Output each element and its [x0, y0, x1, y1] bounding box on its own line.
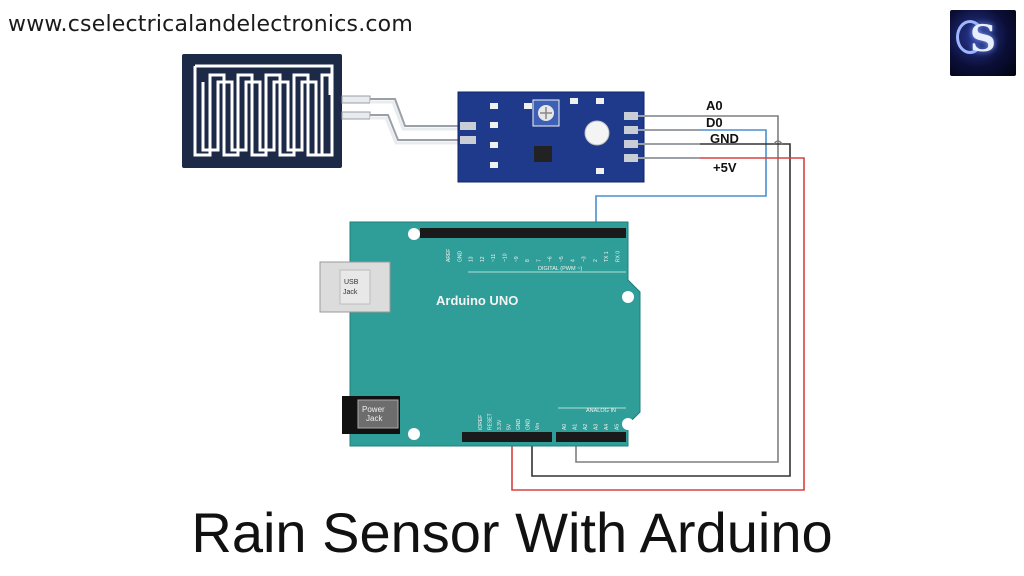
power-label-2: Jack — [366, 414, 383, 423]
wire-d0 — [595, 129, 767, 232]
top-pin-label: 12 — [480, 256, 486, 262]
top-pin-label: ~5 — [559, 256, 565, 262]
top-pin-label: 8 — [525, 259, 531, 262]
pin-label-5v: +5V — [713, 160, 737, 175]
top-pin-label: ~11 — [491, 254, 497, 262]
top-pin-label: 4 — [570, 259, 576, 262]
logo-c-shape — [956, 20, 984, 54]
analog-pin-label: A3 — [594, 424, 600, 430]
module-pin-labels: A0 D0 GND +5V — [706, 98, 739, 175]
diagram-caption: Rain Sensor With Arduino — [191, 501, 833, 564]
analog-pin-label: A0 — [562, 424, 568, 430]
wiring-diagram: A0 D0 GND +5V Arduino UNO USB Jack Po — [182, 54, 805, 491]
analog-pin-label: A5 — [615, 424, 621, 430]
analog-header-label: ANALOG IN — [586, 408, 616, 414]
top-pin-label: ~6 — [548, 256, 554, 262]
power-pin-label: Vin — [535, 423, 541, 430]
analog-pin-label: A2 — [583, 424, 589, 430]
top-pin-label: RX 0 — [616, 251, 622, 262]
power-pin-label: IOREF — [478, 415, 484, 430]
arduino-labels: Arduino UNO USB Jack Power Jack DIGITAL … — [343, 266, 626, 423]
power-pin-label: 3.3V — [497, 419, 503, 430]
pin-label-d0: D0 — [706, 115, 723, 130]
wire-gnd — [531, 143, 791, 477]
power-pin-label: GND — [516, 419, 522, 431]
logo-letter: S — [970, 18, 996, 60]
pin-label-gnd: GND — [710, 131, 739, 146]
top-pin-label: 13 — [469, 256, 475, 262]
rain-sensor-plate — [182, 54, 371, 168]
analog-pin-labels: A0 A1 A2 A3 A4 A5 — [562, 424, 621, 430]
top-pin-label: AREF — [446, 249, 452, 262]
top-pin-label: ~10 — [503, 253, 509, 262]
digital-header-label: DIGITAL (PWM ~) — [538, 266, 582, 272]
top-pin-label: ~3 — [582, 256, 588, 262]
power-pin-label: GND — [526, 419, 532, 431]
top-pin-label: 7 — [536, 259, 542, 262]
module-leads — [638, 115, 700, 159]
website-url: www.cselectricalandelectronics.com — [8, 12, 413, 37]
power-pin-label: RESET — [488, 413, 494, 430]
wire-a0 — [575, 115, 779, 463]
analog-pin-label: A1 — [573, 424, 579, 430]
usb-label-2: Jack — [343, 289, 358, 296]
wire-5v — [511, 157, 805, 491]
top-pin-labels: AREF GND 13 12 ~11 ~10 ~9 8 7 ~6 ~5 4 ~3 2 TX 1 RX 0 — [446, 249, 622, 262]
power-pin-label: 5V — [507, 423, 513, 430]
top-pin-label: GND — [457, 251, 463, 263]
usb-label-1: USB — [344, 279, 359, 286]
wires — [511, 115, 805, 491]
sensor-cable — [370, 98, 460, 145]
arduino-board — [319, 221, 641, 447]
pin-label-a0: A0 — [706, 98, 723, 113]
top-pin-label: ~9 — [514, 256, 520, 262]
power-label-1: Power — [362, 405, 385, 414]
top-pin-label: TX 1 — [604, 251, 610, 262]
analog-pin-label: A4 — [604, 424, 610, 430]
board-title: Arduino UNO — [436, 293, 518, 308]
sensor-module — [457, 91, 645, 183]
brand-logo: S — [950, 10, 1016, 76]
top-pin-label: 2 — [593, 259, 599, 262]
